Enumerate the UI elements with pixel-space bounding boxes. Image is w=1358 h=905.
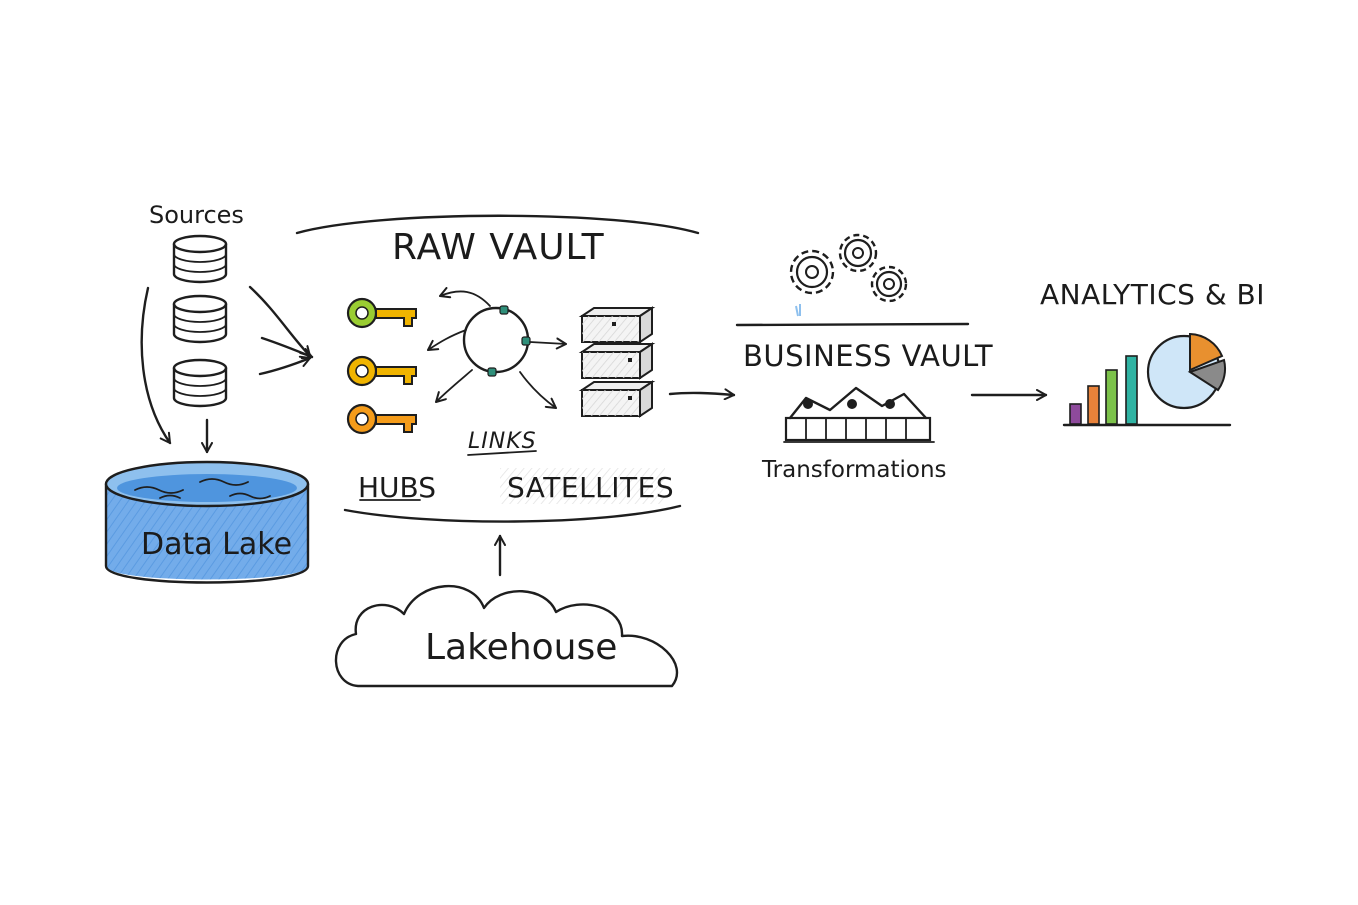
transformations-label: Transformations <box>762 457 947 483</box>
business-vault-title: BUSINESS VAULT <box>743 339 994 373</box>
source-database-icon-2 <box>172 294 228 344</box>
analytics-pie-slice-1 <box>1189 332 1224 372</box>
analytics-chart-icon <box>1062 332 1232 427</box>
raw-vault-bottom-bracket <box>343 504 682 523</box>
satellites-highlight <box>500 468 665 504</box>
data-lake-label: Data Lake <box>141 527 293 562</box>
arrow-vault-to-business <box>668 388 736 401</box>
analytics-bar-4 <box>1125 355 1138 425</box>
transformation-machine-icon <box>783 386 935 443</box>
analytics-bar-2 <box>1087 385 1100 425</box>
hub-key-icon-2 <box>346 355 417 387</box>
links-underline <box>467 450 537 456</box>
hub-key-icon-1 <box>346 297 417 329</box>
links-label: LINKS <box>468 429 537 454</box>
source-database-icon-1 <box>172 234 228 284</box>
sources-label: Sources <box>149 201 244 229</box>
raw-vault-top-bracket <box>295 214 700 235</box>
analytics-title: ANALYTICS & BI <box>1040 278 1266 311</box>
satellite-stack-icon <box>578 306 656 418</box>
data-lake-icon <box>104 460 310 584</box>
analytics-bar-1 <box>1069 403 1082 425</box>
analytics-pie-slice-2 <box>1187 358 1227 392</box>
lakehouse-cloud-icon <box>334 585 679 688</box>
raw-vault-title: RAW VAULT <box>392 227 605 268</box>
hub-key-icon-3 <box>346 403 417 435</box>
arrow-sources-to-vault-2 <box>260 336 314 360</box>
lakehouse-label: Lakehouse <box>425 627 618 668</box>
arrow-sources-to-lake-1 <box>140 286 172 445</box>
source-database-icon-3 <box>172 358 228 408</box>
analytics-bar-3 <box>1105 369 1118 425</box>
business-vault-rule <box>735 322 970 327</box>
gears-icon <box>789 233 908 317</box>
hubs-label: HUBS <box>358 471 437 504</box>
link-network-icon <box>427 287 567 409</box>
satellites-label: SATELLITES <box>507 471 675 504</box>
arrow-sources-to-vault-3 <box>258 355 312 376</box>
